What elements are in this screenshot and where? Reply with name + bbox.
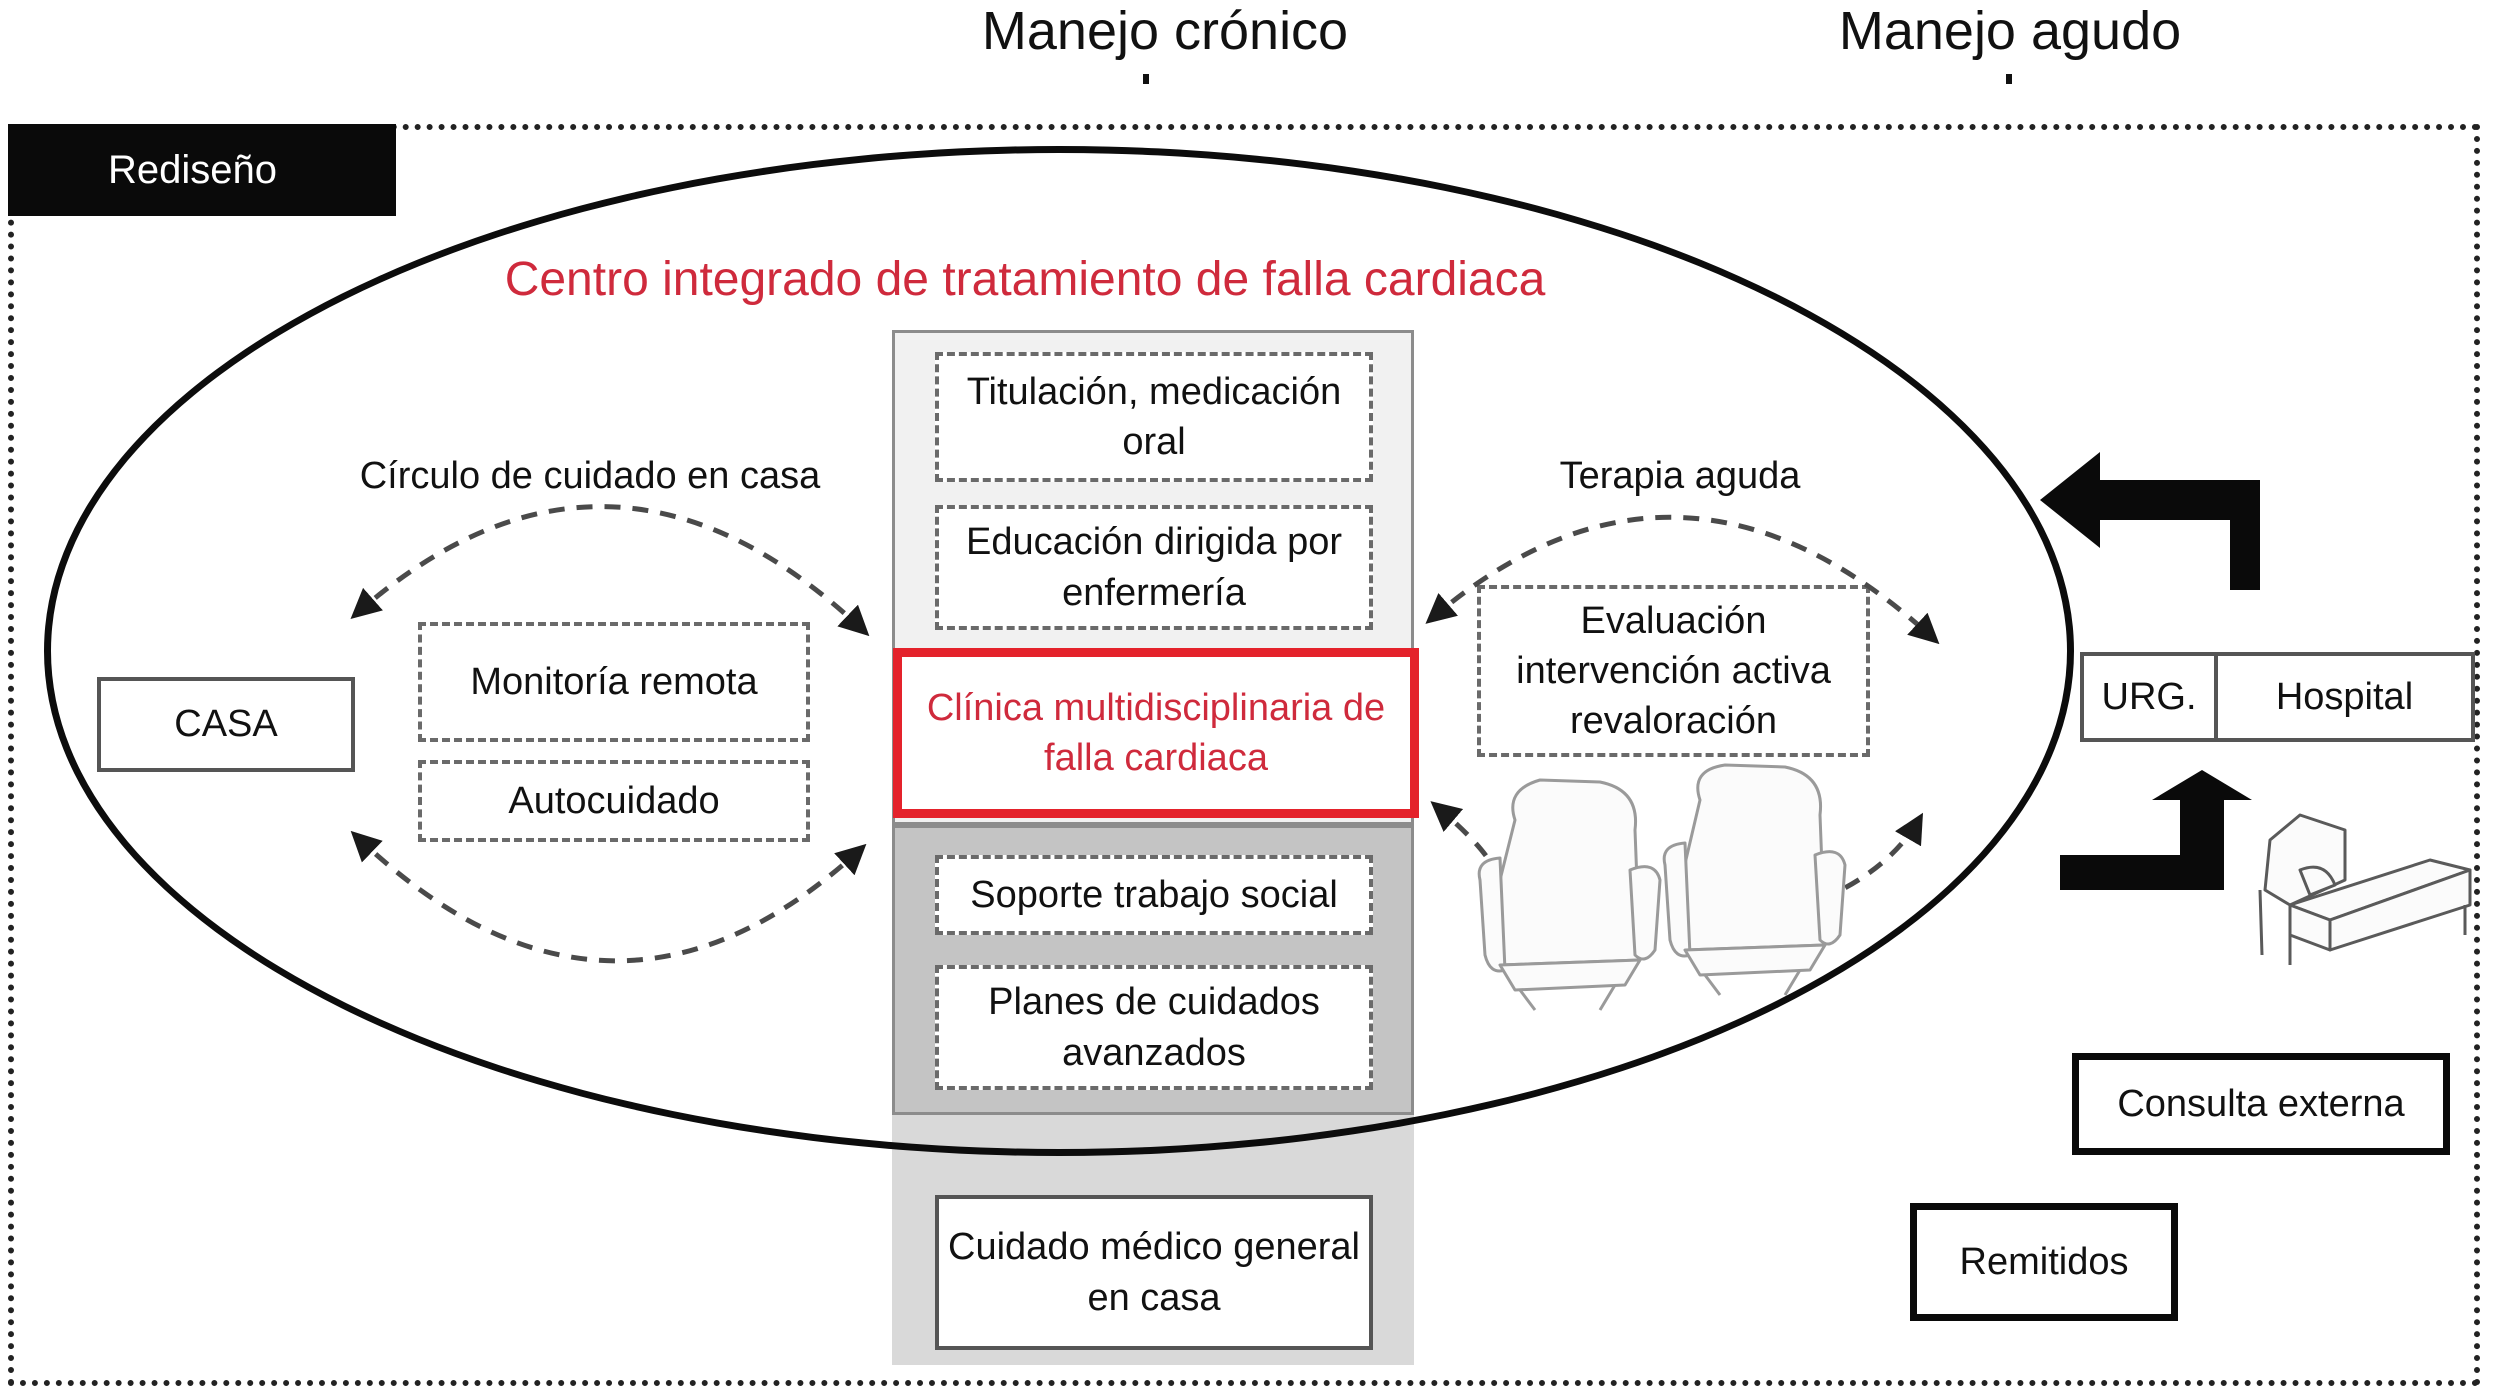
self-care-label: Autocuidado [508, 779, 720, 822]
titration-label: Titulación, medicación oral [966, 370, 1342, 463]
advanced-care-box: Planes de cuidados avanzados [935, 965, 1373, 1090]
remote-monitoring-box: Monitoría remota [418, 622, 810, 742]
home-care-arc-top [350, 504, 870, 637]
advanced-care-label: Planes de cuidados avanzados [988, 981, 1320, 1074]
home-care-arc-bottom [350, 830, 867, 964]
self-care-box: Autocuidado [418, 760, 810, 842]
home-label: CASA [174, 703, 278, 745]
urg-label: URG. [2084, 656, 2218, 738]
general-care-box: Cuidado médico general en casa [935, 1195, 1373, 1350]
header-acute: Manejo agudo [1838, 1, 2182, 61]
social-work-label: Soporte trabajo social [970, 873, 1338, 916]
referred-box: Remitidos [1910, 1203, 2178, 1321]
multidisciplinary-clinic-box: Clínica multidisciplinaria de falla card… [893, 648, 1419, 818]
integrated-center-ellipse [44, 146, 2074, 1156]
hospital-bed-icon [2258, 813, 2472, 965]
remote-monitoring-label: Monitoría remota [470, 660, 758, 703]
home-care-circle-label: Círculo de cuidado en casa [359, 455, 821, 497]
header-acute-tick [2006, 74, 2012, 84]
admit-arrow [2060, 770, 2252, 890]
redesign-frame [8, 124, 2480, 1386]
hospital-label: Hospital [2275, 675, 2414, 718]
nursing-education-box: Educación dirigida por enfermería [935, 505, 1373, 630]
acute-therapy-arc-bottom-right [1819, 812, 1924, 903]
acute-therapy-label: Terapia aguda [1559, 455, 1801, 497]
referred-label: Remitidos [1959, 1240, 2129, 1283]
outpatient-box: Consulta externa [2072, 1053, 2450, 1155]
multidisciplinary-clinic-label: Clínica multidisciplinaria de falla card… [926, 686, 1386, 779]
general-care-label: Cuidado médico general en casa [948, 1226, 1360, 1319]
social-work-box: Soporte trabajo social [935, 855, 1373, 935]
titration-box: Titulación, medicación oral [935, 352, 1373, 482]
acute-therapy-arc-top [1425, 514, 1940, 645]
home-box: CASA [97, 677, 355, 772]
hospital-box: URG. Hospital [2080, 652, 2475, 742]
hospital-flow-arrows [2040, 452, 2260, 890]
outpatient-label: Consulta externa [2117, 1082, 2405, 1125]
integrated-center-title: Centro integrado de tratamiento de falla… [504, 253, 1546, 306]
home-care-cycle-arrows [350, 504, 870, 964]
nursing-education-label: Educación dirigida por enfermería [965, 521, 1342, 614]
recliner-chair-icon [1662, 763, 1847, 996]
header-chronic: Manejo crónico [981, 1, 1349, 61]
return-arrow [2040, 452, 2260, 590]
recliner-chair-icon [1477, 778, 1662, 1011]
redesign-badge: Rediseño [8, 124, 396, 216]
header-chronic-tick [1143, 74, 1149, 84]
